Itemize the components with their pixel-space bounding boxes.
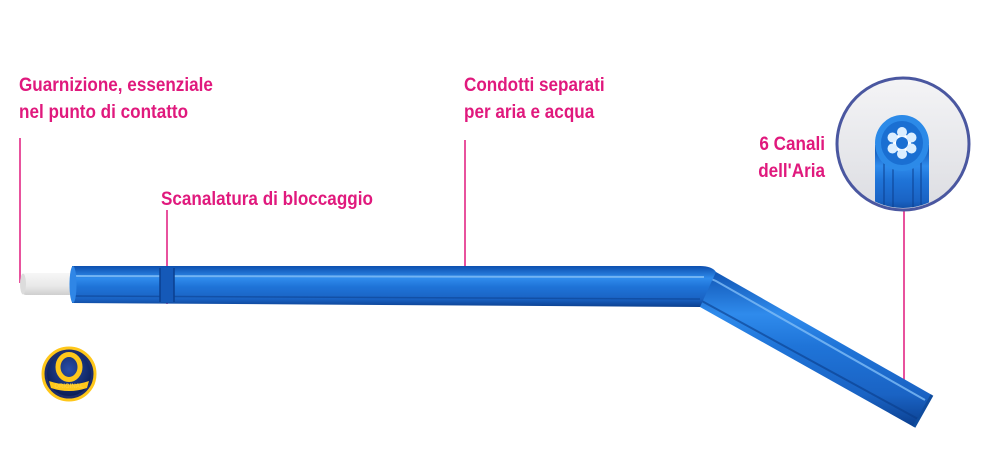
locking-groove [160,268,174,302]
channels-label: Condotti separati per aria e acqua [464,72,605,126]
air-channels-star [887,127,917,159]
gasket-label: Guarnizione, essenziale nel punto di con… [19,72,213,126]
air-label-line1: 6 Canali [759,134,825,155]
groove-label: Scanalatura di bloccaggio [161,186,373,213]
gasket-tip [20,273,74,295]
logo-text: ORIGINAL [54,384,84,390]
syringe-tip-tube [69,266,934,428]
channels-label-line1: Condotti separati [464,75,605,96]
original-badge-icon: ORIGINAL [41,346,97,402]
air-label-line2: dell'Aria [758,161,825,182]
groove-label-text: Scanalatura di bloccaggio [161,189,373,210]
air-channels-label: 6 Canali dell'Aria [755,131,825,185]
channels-label-line2: per aria e acqua [464,102,595,123]
gasket-label-line1: Guarnizione, essenziale [19,75,213,96]
gasket-label-line2: nel punto di contatto [19,102,189,123]
cross-section-magnifier-icon [835,76,971,212]
